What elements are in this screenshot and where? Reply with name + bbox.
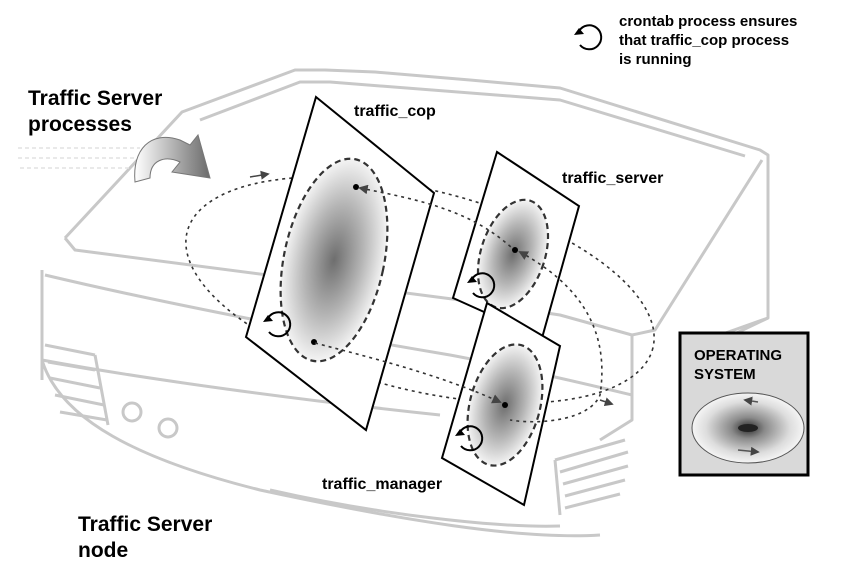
traffic-manager-label: traffic_manager: [322, 476, 443, 493]
crontab-note-line3: is running: [619, 51, 692, 68]
traffic-cop-panel: [244, 95, 436, 432]
os-label-line2: SYSTEM: [694, 366, 756, 383]
os-label: OPERATING SYSTEM: [694, 346, 782, 384]
node-label-line2: node: [78, 539, 129, 562]
process-communication-ring: [185, 176, 655, 404]
processes-label-line1: Traffic Server: [28, 87, 163, 110]
traffic-manager-panel: [440, 301, 562, 507]
crontab-note-line2: that traffic_cop process: [619, 32, 790, 49]
traffic-cop-label: traffic_cop: [354, 103, 436, 120]
curved-arrow-icon: [18, 133, 211, 183]
traffic-server-panel: [451, 150, 581, 340]
operating-system-box: [678, 331, 810, 477]
processes-label: Traffic Server processes: [28, 86, 162, 138]
process-links: [314, 184, 603, 423]
os-label-line1: OPERATING: [694, 347, 783, 364]
server-chassis: [40, 68, 770, 538]
circular-arrow-icon: [573, 24, 603, 51]
processes-label-line2: processes: [28, 113, 132, 136]
crontab-note: crontab process ensures that traffic_cop…: [619, 12, 797, 69]
traffic-server-label: traffic_server: [562, 170, 664, 187]
node-label: Traffic Server node: [78, 512, 212, 564]
crontab-note-line1: crontab process ensures: [619, 13, 798, 30]
node-label-line1: Traffic Server: [78, 513, 213, 536]
